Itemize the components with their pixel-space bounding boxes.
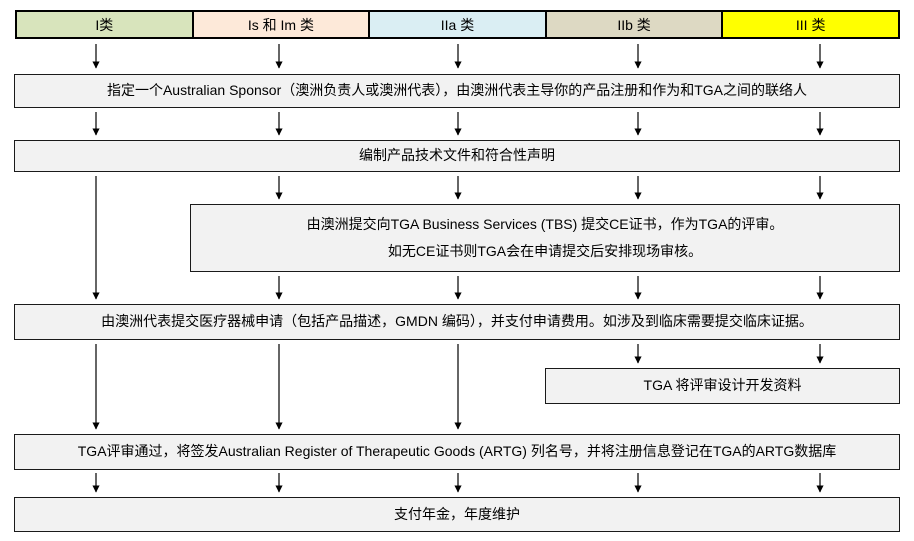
step-appoint-sponsor-text: 指定一个Australian Sponsor（澳洲负责人或澳洲代表），由澳洲代表… (106, 82, 808, 99)
step-device-application-text: 由澳洲代表提交医疗器械申请（包括产品描述，GMDN 编码），并支付申请费用。如涉… (101, 313, 813, 330)
step-design-review: TGA 将评审设计开发资料 (545, 368, 900, 404)
step-technical-docs-text: 编制产品技术文件和符合性声明 (359, 147, 555, 164)
class-box-is-im: Is 和 Im 类 (191, 10, 371, 39)
device-class-header-row: I类 Is 和 Im 类 IIa 类 IIb 类 III 类 (15, 10, 900, 39)
step-appoint-sponsor: 指定一个Australian Sponsor（澳洲负责人或澳洲代表），由澳洲代表… (14, 74, 900, 108)
class-box-iia: IIa 类 (368, 10, 547, 39)
step-annual-fee: 支付年金，年度维护 (14, 497, 900, 532)
class-box-i: I类 (15, 10, 194, 39)
step-tbs-ce-line2: 如无CE证书则TGA会在申请提交后安排现场审核。 (387, 242, 703, 259)
step-design-review-text: TGA 将评审设计开发资料 (643, 377, 802, 394)
step-tbs-ce-submission: 由澳洲提交向TGA Business Services (TBS) 提交CE证书… (190, 204, 900, 272)
step-artg-listing: TGA评审通过，将签发Australian Register of Therap… (14, 434, 900, 470)
class-box-iib: IIb 类 (544, 10, 724, 39)
step-technical-docs: 编制产品技术文件和符合性声明 (14, 140, 900, 172)
step-tbs-ce-line1: 由澳洲提交向TGA Business Services (TBS) 提交CE证书… (306, 216, 784, 232)
step-artg-listing-text: TGA评审通过，将签发Australian Register of Therap… (77, 443, 837, 460)
class-box-iii: III 类 (721, 10, 900, 39)
step-device-application: 由澳洲代表提交医疗器械申请（包括产品描述，GMDN 编码），并支付申请费用。如涉… (14, 304, 900, 340)
step-annual-fee-text: 支付年金，年度维护 (394, 505, 520, 522)
